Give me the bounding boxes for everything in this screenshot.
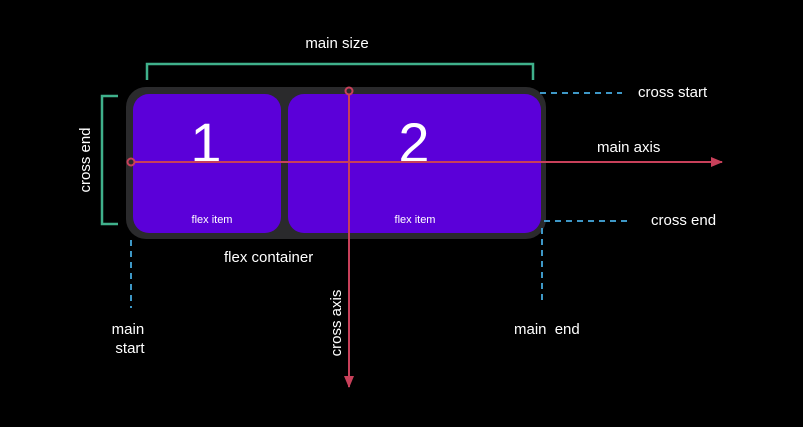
- cross-axis-label: cross axis: [328, 290, 345, 357]
- flex-container-label: flex container: [224, 249, 313, 266]
- cross-axis-origin-dot: [344, 86, 354, 96]
- flex-item-1-number: 1: [190, 111, 221, 174]
- main-start-label: main start: [112, 321, 149, 357]
- main-end-label: main end: [514, 321, 580, 338]
- main-size-label: main size: [305, 35, 368, 52]
- cross-end-label-left: cross end: [77, 127, 94, 192]
- flex-item-1-caption: flex item: [192, 214, 233, 226]
- main-axis-label: main axis: [597, 139, 660, 156]
- cross-size-bracket: [100, 94, 118, 226]
- cross-start-label: cross start: [638, 84, 708, 101]
- main-size-bracket: [145, 62, 535, 80]
- flex-item-2-caption: flex item: [395, 214, 436, 226]
- main-start-label-line1: main: [112, 321, 145, 338]
- main-end-label-line2: end: [555, 321, 580, 338]
- main-end-label-line1: main: [514, 321, 547, 338]
- main-axis-origin-dot: [126, 157, 136, 167]
- main-start-label-line2: start: [115, 340, 145, 357]
- flex-item-2: [288, 94, 541, 233]
- flex-item-2-number: 2: [398, 111, 429, 174]
- flex-item-1: [133, 94, 281, 233]
- cross-end-label-right: cross end: [651, 212, 716, 229]
